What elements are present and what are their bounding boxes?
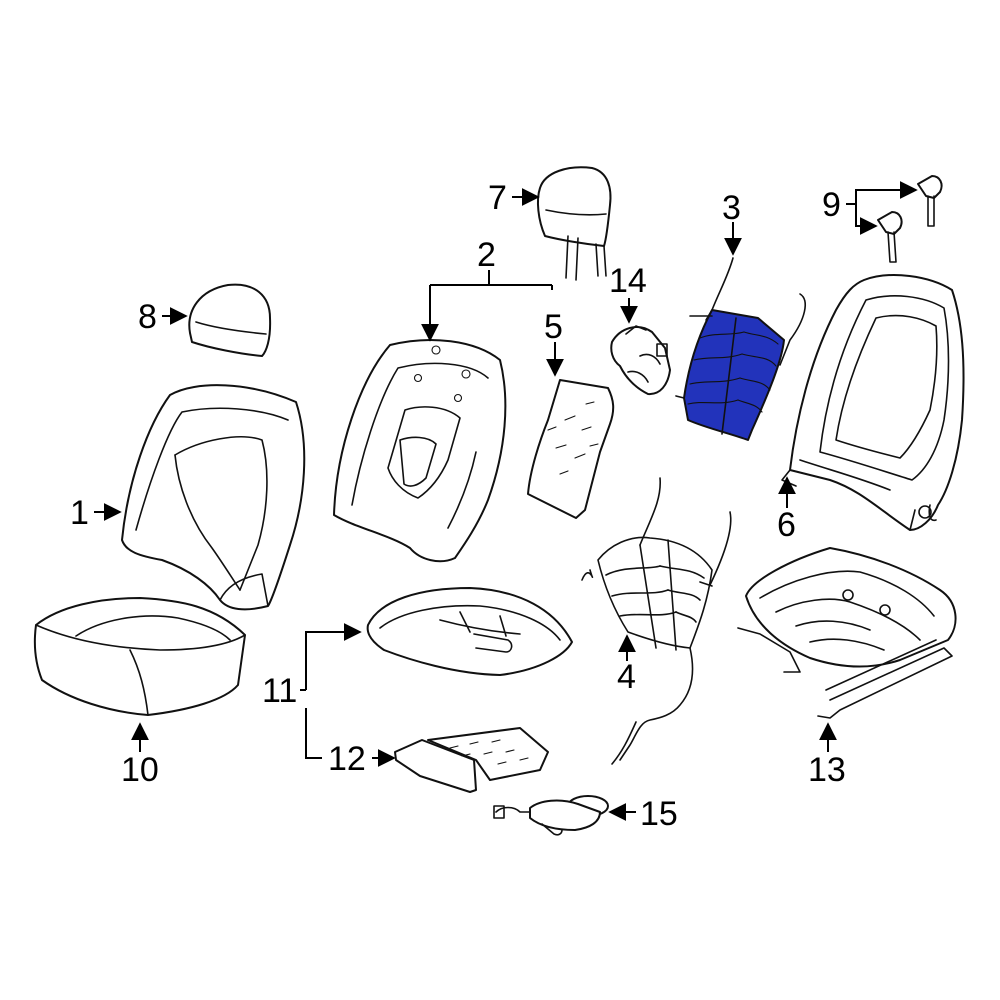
callout-9: 9: [822, 186, 841, 224]
part-8-headrest: [188, 283, 272, 357]
callout-labels: 1 2 3 4 5 6 7 8 9 10 11 12 13 14 15: [70, 179, 846, 833]
part-1-seat-back-cover: [121, 384, 306, 611]
leader-lines: [94, 181, 918, 821]
callout-10: 10: [121, 751, 159, 789]
callout-4: 4: [617, 658, 636, 696]
callout-6: 6: [777, 506, 796, 544]
part-14-module: [610, 325, 671, 396]
part-5-insulator: [527, 379, 615, 519]
part-10-seat-cushion-cover: [33, 597, 246, 716]
callout-3: 3: [722, 189, 741, 227]
callout-12: 12: [328, 740, 366, 778]
callout-15: 15: [640, 795, 678, 833]
callout-14: 14: [609, 262, 647, 300]
callout-5: 5: [544, 308, 563, 346]
leader-9-upper: [846, 181, 918, 205]
callout-2: 2: [477, 236, 496, 274]
part-3-lumbar-support: [675, 257, 806, 441]
callout-7: 7: [488, 179, 507, 217]
callout-1: 1: [70, 494, 89, 532]
part-6-seat-back-frame: [781, 274, 965, 531]
part-13-seat-frame: [737, 547, 957, 719]
part-15-heater-module: [493, 795, 609, 836]
part-9-bolts: [877, 175, 943, 263]
callout-8: 8: [138, 298, 157, 336]
part-4-spring-wire: [581, 477, 732, 765]
callout-13: 13: [808, 751, 846, 789]
leader-11-lower: [305, 708, 322, 759]
leader-9-lower: [855, 204, 878, 235]
part-12-heater-pads: [394, 727, 549, 793]
leader-11-upper: [305, 623, 362, 690]
callout-11: 11: [262, 672, 297, 710]
lumbar-panel-highlight: [683, 309, 785, 441]
part-11-seat-cushion-pad: [366, 587, 573, 676]
part-2-seat-back-pad: [333, 339, 507, 563]
part-7-headrest: [536, 166, 612, 281]
